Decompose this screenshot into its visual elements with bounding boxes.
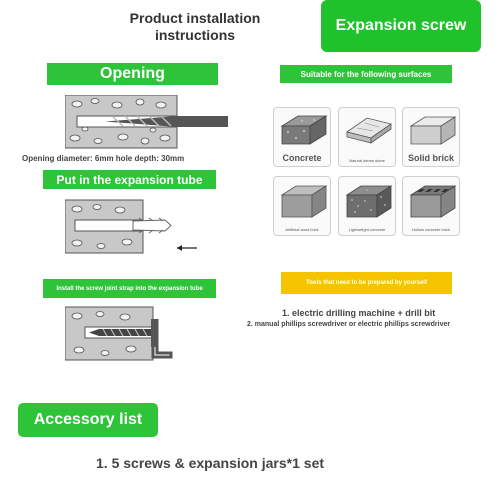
expansion-tube-icon <box>132 217 172 234</box>
surface-label: Hollow concrete brick <box>411 227 450 232</box>
aggregate-stones <box>71 204 133 249</box>
brand-banner: Expansion screw <box>321 0 481 52</box>
sand-brick-icon <box>280 185 328 218</box>
surface-card-stone: Natural dense stone <box>338 107 396 167</box>
opening-caption: Opening diameter: 6mm hole depth: 30mm <box>22 154 185 163</box>
aggregate-stones <box>71 311 137 356</box>
hollow-brick-icon <box>409 185 457 218</box>
surface-label: Natural dense stone <box>349 158 385 163</box>
screw-install-illustration <box>65 306 173 361</box>
drilling-illustration <box>65 95 228 149</box>
surfaces-heading: Suitable for the following surfaces <box>280 65 452 83</box>
surface-label: Artificial sand brick <box>285 227 319 232</box>
page-title-line1: Product installation <box>129 10 261 26</box>
surface-card-concrete: Concrete <box>273 107 331 167</box>
drill-bit-icon <box>105 115 228 127</box>
surface-card-sand-brick: Artificial sand brick <box>273 176 331 236</box>
tool-item: 1. electric drilling machine + drill bit <box>282 308 436 318</box>
tool-item: 2. manual phillips screwdriver or electr… <box>247 321 451 328</box>
screw-head <box>151 319 157 347</box>
accessory-heading: Accessory list <box>18 403 158 437</box>
concrete-block-icon <box>280 115 328 145</box>
stone-slab-icon <box>346 117 392 144</box>
accessory-item: 1. 5 screws & expansion jars*1 set <box>96 455 325 471</box>
solid-brick-icon <box>409 116 457 145</box>
tools-heading: Tools that need to be prepared by yourse… <box>281 272 452 294</box>
surface-card-solid-brick: Solid brick <box>402 107 460 167</box>
surface-label: Solid brick <box>407 153 454 163</box>
section-screw-label: Install the screw joint strap into the e… <box>43 279 216 298</box>
page-title: Product installation instructions <box>95 10 295 44</box>
surface-label: Lightweight concrete <box>348 227 386 232</box>
surface-card-hollow-brick: Hollow concrete brick <box>402 176 460 236</box>
section-opening-label: Opening <box>47 63 218 85</box>
surface-card-lightweight-concrete: Lightweight concrete <box>338 176 396 236</box>
screw-icon <box>89 328 151 337</box>
page-title-line2: instructions <box>154 27 236 43</box>
joint-strap-icon <box>151 319 173 359</box>
arrow-left-icon <box>177 245 197 251</box>
surface-label: Concrete <box>282 153 322 163</box>
section-tube-label: Put in the expansion tube <box>43 170 216 189</box>
aggregate-stones <box>69 98 171 145</box>
tube-insert-illustration <box>65 199 197 254</box>
lightweight-concrete-icon <box>345 185 393 218</box>
